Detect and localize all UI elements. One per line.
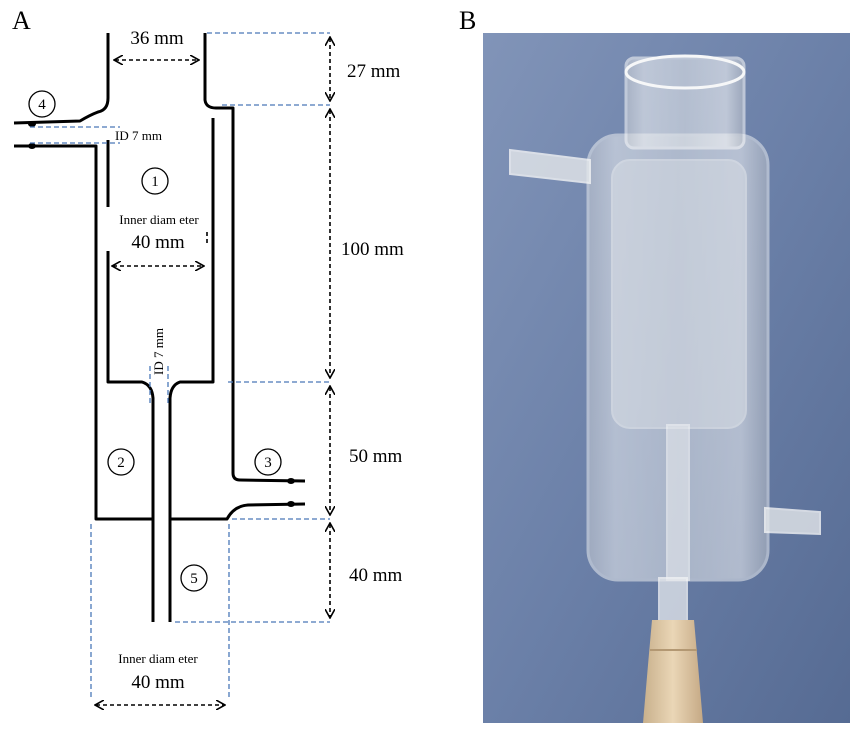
panel-label-a: A [12, 6, 31, 35]
inner-stem [666, 424, 690, 581]
bottom-height-label: 40 mm [349, 565, 403, 586]
side-port-left [509, 148, 591, 185]
middle-height-label: 50 mm [349, 446, 403, 467]
side-port-id-label: ID 7 mm [115, 128, 162, 143]
hose-bumps [28, 121, 295, 507]
port-1-label: 1 [151, 174, 159, 190]
port-markers [28, 90, 282, 592]
top-width-label: 36 mm [130, 28, 184, 49]
port-3-label: 3 [264, 455, 272, 471]
port-2-label: 2 [117, 455, 125, 471]
guide-lines [30, 32, 330, 700]
upper-inner-diameter-label: Inner diam eter [119, 212, 199, 227]
photo-panel [483, 33, 850, 723]
glass-outline [13, 33, 306, 622]
stem-id-label: ID 7 mm [151, 328, 166, 375]
bottom-inner-diameter-value: 40 mm [131, 672, 185, 693]
upper-inner-diameter-value: 40 mm [131, 232, 185, 253]
top-height-label: 27 mm [347, 61, 401, 82]
inner-cup [611, 159, 747, 429]
port-4-circle [28, 90, 56, 118]
port-3-circle [254, 448, 282, 476]
port-5-circle [180, 564, 208, 592]
silicone-tube [643, 620, 703, 723]
panel-label-b: B [459, 6, 477, 35]
port-1-circle [141, 167, 169, 195]
inner-label-bg [106, 207, 206, 251]
top-neck [624, 56, 746, 150]
neck-rim [624, 54, 746, 90]
dimension-arrows [96, 38, 330, 705]
upper-height-label: 100 mm [341, 239, 404, 260]
bottom-outlet [658, 577, 688, 624]
side-port-right [764, 506, 821, 536]
bottom-inner-diameter-label: Inner diam eter [118, 651, 198, 666]
port-5-label: 5 [190, 571, 198, 587]
port-2-circle [107, 448, 135, 476]
port-4-label: 4 [38, 97, 46, 113]
